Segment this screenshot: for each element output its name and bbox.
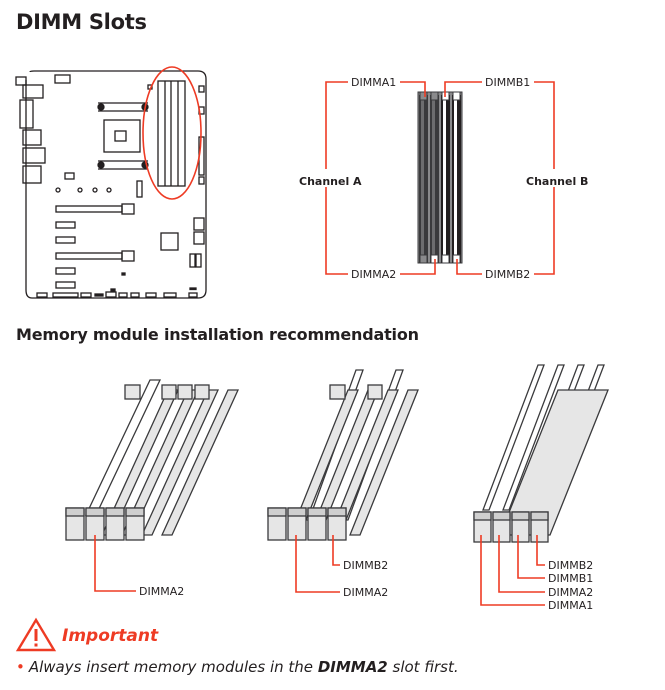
warning-triangle-icon — [15, 617, 57, 652]
label-dimmb1: DIMMB1 — [485, 76, 530, 89]
leader-line — [332, 535, 340, 566]
label-dimma2: DIMMA2 — [139, 585, 184, 598]
important-title: Important — [62, 626, 159, 646]
config-two-modules: DIMMB2 DIMMA2 — [267, 369, 419, 599]
note-suffix: slot first. — [387, 658, 459, 676]
pcie-slot — [55, 252, 123, 260]
label-dimmb2: DIMMB2 — [548, 559, 593, 572]
io-port — [15, 76, 27, 86]
section-heading-recommendation: Memory module installation recommendatio… — [16, 325, 419, 344]
note-prefix: Always insert memory modules in the — [28, 658, 318, 676]
cpu-socket — [103, 119, 141, 153]
dimmb1-leader — [444, 81, 482, 97]
io-port — [19, 99, 34, 129]
label-dimma1: DIMMA1 — [351, 76, 396, 89]
chipset — [160, 232, 179, 251]
pcie-slot — [55, 205, 123, 213]
bullet-icon: • — [16, 658, 25, 676]
page-title: DIMM Slots — [16, 10, 147, 34]
label-channel-a: Channel A — [299, 175, 362, 188]
io-port — [54, 74, 71, 84]
label-dimmb2: DIMMB2 — [485, 268, 530, 281]
board-outline — [25, 70, 207, 299]
label-dimma2: DIMMA2 — [351, 268, 396, 281]
leader-line — [94, 535, 136, 592]
leader-line — [295, 535, 340, 593]
motherboard-diagram — [15, 66, 207, 299]
dimma2-leader — [400, 259, 436, 275]
leader-line — [498, 535, 545, 593]
io-port — [22, 147, 46, 164]
dimm-channel-diagram: DIMMA1 DIMMA2 DIMMB1 DIMMB2 Channel A Ch… — [299, 76, 588, 281]
io-port — [22, 129, 42, 146]
dimmb2-leader — [456, 259, 482, 275]
io-port — [22, 165, 42, 184]
dimm-slots-3d — [65, 379, 240, 541]
config-four-modules: DIMMB2 DIMMB1 DIMMA2 DIMMA1 — [473, 364, 609, 612]
label-dimmb1: DIMMB1 — [548, 572, 593, 585]
io-port — [22, 84, 44, 99]
dimm-highlight-ellipse — [142, 66, 202, 200]
label-channel-b: Channel B — [526, 175, 588, 188]
important-note: •Always insert memory modules in the DIM… — [16, 658, 459, 676]
label-dimma2: DIMMA2 — [548, 586, 593, 599]
dimma1-leader — [325, 81, 348, 275]
label-dimma2: DIMMA2 — [343, 586, 388, 599]
dimm-slot-stack — [417, 91, 463, 264]
leader-line — [536, 535, 545, 566]
note-bold: DIMMA2 — [317, 658, 388, 676]
config-one-module: DIMMA2 — [65, 379, 240, 598]
leader-line — [517, 535, 545, 579]
leader-line — [480, 535, 545, 606]
label-dimma1: DIMMA1 — [548, 599, 593, 612]
label-dimmb2: DIMMB2 — [343, 559, 388, 572]
